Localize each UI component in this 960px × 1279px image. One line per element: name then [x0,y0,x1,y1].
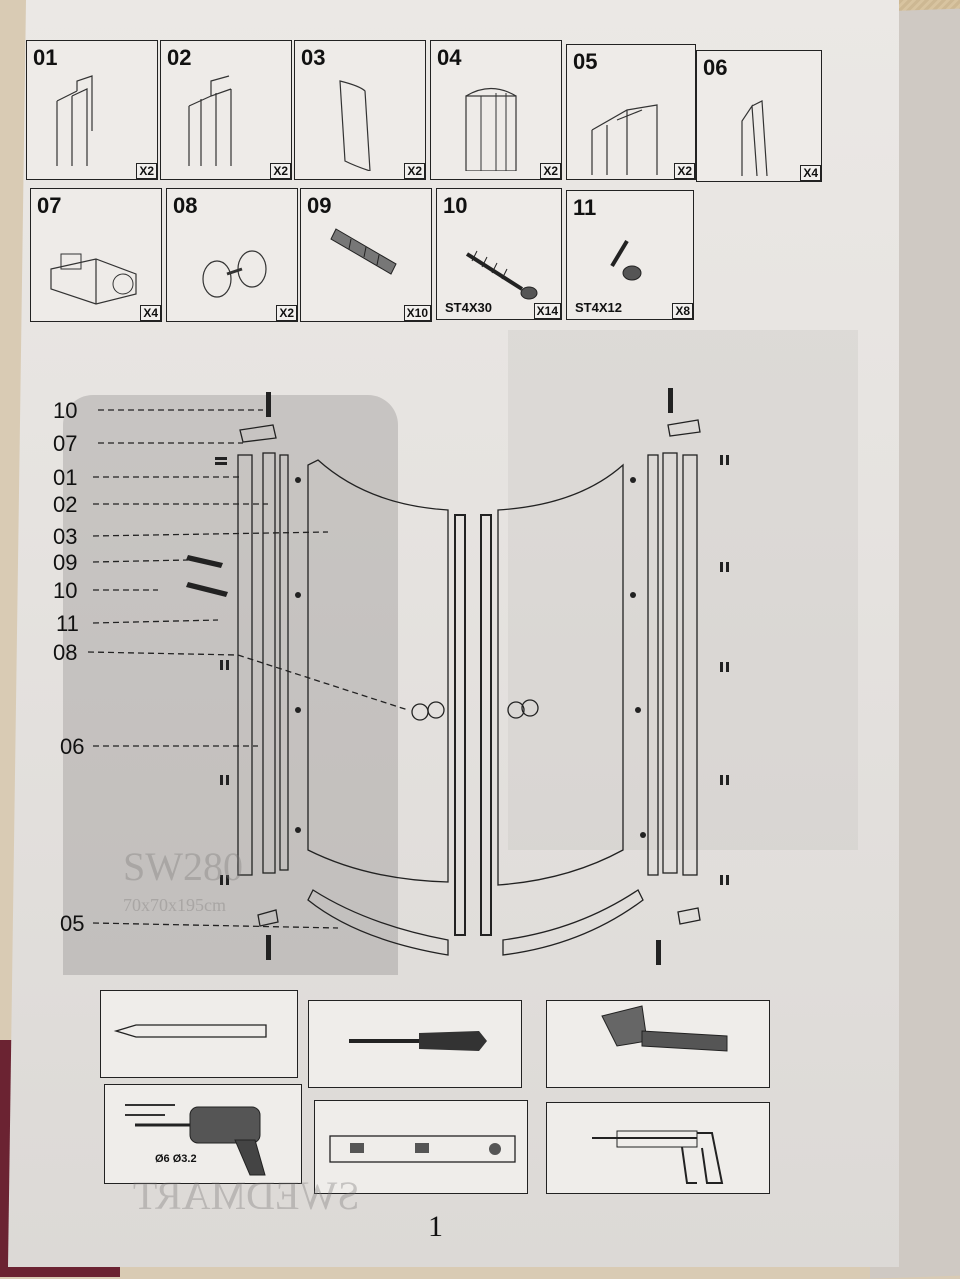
part-number: 06 [703,55,728,80]
part-number: 05 [573,49,598,74]
part-03: 03 X2 [294,40,426,180]
callout-11: 11 [56,611,79,636]
adjust-profile-icon [188,75,232,166]
callout-10: 10 [53,578,78,603]
part-quantity: X4 [140,305,161,321]
part-size: ST4X12 [575,300,622,315]
part-quantity: X2 [136,163,157,179]
tool-hammer [546,1000,770,1088]
part-size: ST4X30 [445,300,492,315]
screwdriver-icon [349,1031,487,1051]
model-watermark: SW280 [123,844,243,889]
roller-bracket-icon [50,253,137,305]
curved-glass-icon [339,80,371,171]
part-09: 09 X10 [300,188,432,322]
part-04: 04 X2 [430,40,562,180]
callout-02: 02 [53,492,78,517]
part-number: 10 [443,193,468,218]
callout-08: 08 [53,640,78,665]
drill-icon [125,1104,266,1176]
hammer-icon [601,1005,728,1052]
callout-10-top: 10 [53,398,78,423]
tool-screwdriver [308,1000,522,1088]
caulking-gun-icon [592,1130,724,1184]
part-02: 02 X2 [160,40,292,180]
part-number: 02 [167,45,192,70]
part-number: 04 [437,45,462,70]
part-quantity: X2 [276,305,297,321]
magnetic-strip-icon [465,87,517,171]
short-screw-icon [610,239,642,281]
assembly-diagram [87,388,729,965]
part-quantity: X10 [403,305,431,321]
long-screw-icon [465,250,538,300]
part-07: 07 X4 [30,188,162,322]
pencil-icon [113,1024,267,1038]
tool-drill: Ø6 Ø3.2 [104,1084,302,1184]
dims-watermark: 70x70x195cm [123,895,226,915]
callout-03: 03 [53,524,78,549]
part-number: 01 [33,45,58,70]
part-06: 06 X4 [696,50,822,182]
part-number: 08 [173,193,198,218]
part-number: 03 [301,45,326,70]
wall-profile-icon [56,75,93,166]
part-quantity: X2 [270,163,291,179]
part-quantity: X8 [672,303,693,319]
tool-pencil [100,990,298,1078]
part-quantity: X2 [674,163,695,179]
part-number: 07 [37,193,62,218]
callout-06: 06 [60,734,85,759]
part-10: 10 ST4X30 X14 [436,188,562,320]
spirit-level-icon [329,1135,516,1163]
part-05: 05 X2 [566,44,696,180]
vertical-seal-icon [741,100,768,177]
part-quantity: X14 [533,303,561,319]
brand-watermark: SWEDMART [133,1173,360,1218]
part-quantity: X2 [540,163,561,179]
part-number: 11 [573,195,597,220]
part-quantity: X2 [404,163,425,179]
page-number: 1 [428,1210,443,1243]
door-knob-icon [202,250,267,298]
bottom-seal-icon [591,104,658,175]
part-number: 09 [307,193,332,218]
callout-07: 07 [53,431,78,456]
drill-bit-sizes: Ø6 Ø3.2 [155,1153,197,1165]
callout-05: 05 [60,911,85,936]
part-11: 11 ST4X12 X8 [566,190,694,320]
manual-page: 01 X2 02 X2 03 X2 04 X2 05 X2 0 [8,0,899,1267]
tool-spirit-level [314,1100,528,1194]
part-08: 08 X2 [166,188,298,322]
callout-01: 01 [53,465,78,490]
wall-plug-icon [330,228,397,275]
part-01: 01 X2 [26,40,158,180]
tool-caulking-gun [546,1102,770,1194]
hand-shadow [63,395,398,975]
part-quantity: X4 [800,165,821,181]
callout-09: 09 [53,550,78,575]
